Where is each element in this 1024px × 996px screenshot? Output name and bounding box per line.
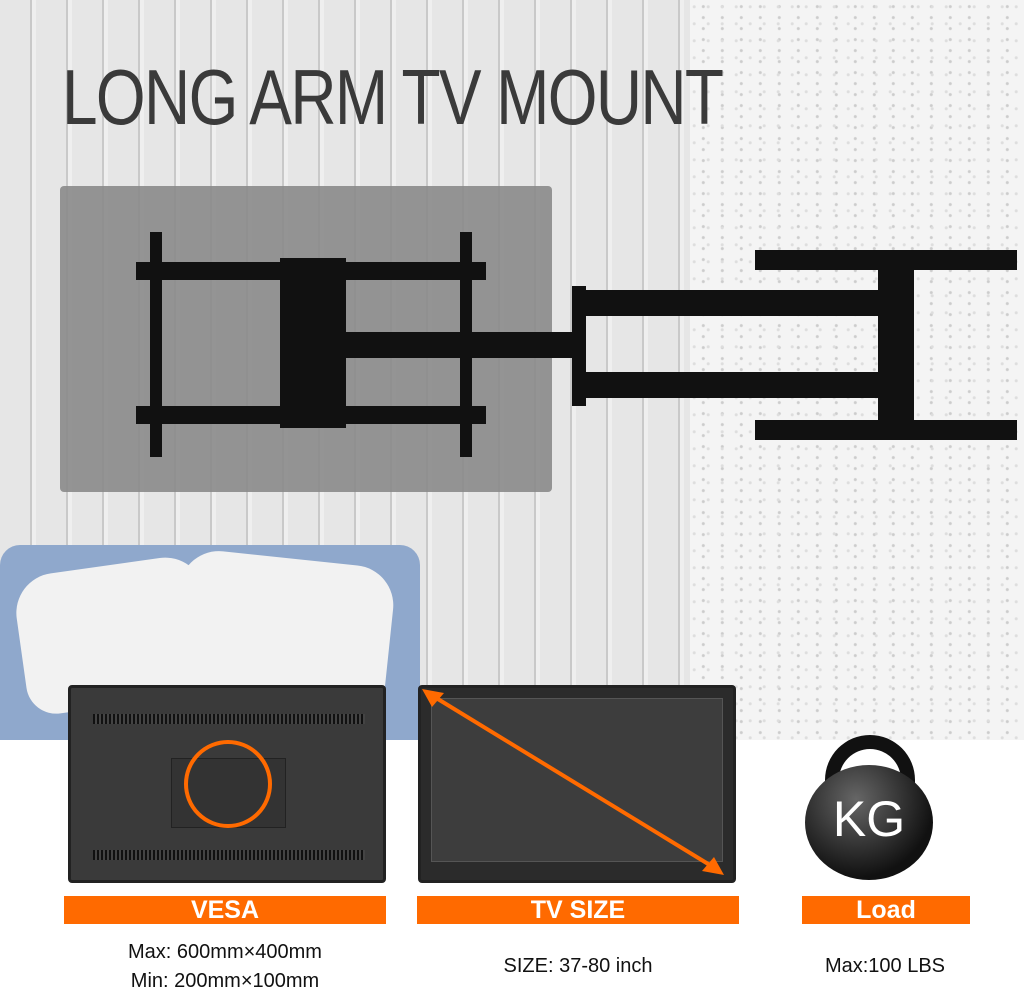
load-label: Load: [802, 896, 970, 924]
page-title: LONG ARM TV MOUNT: [62, 53, 724, 141]
vesa-tv-back-icon: [68, 685, 386, 883]
load-spec: Max:100 LBS: [824, 955, 946, 977]
kettlebell-icon: KG: [805, 735, 933, 880]
textured-wall: [690, 0, 1024, 740]
tv-size-icon: [418, 685, 736, 883]
tv-size-spec: SIZE: 37-80 inch: [503, 955, 653, 977]
tv-size-label: TV SIZE: [417, 896, 739, 924]
vesa-spec-max: Max: 600mm×400mm: [128, 941, 322, 963]
vesa-label: VESA: [64, 896, 386, 924]
diagonal-arrow-icon: [422, 689, 724, 875]
vesa-spec-min: Min: 200mm×100mm: [130, 970, 320, 992]
